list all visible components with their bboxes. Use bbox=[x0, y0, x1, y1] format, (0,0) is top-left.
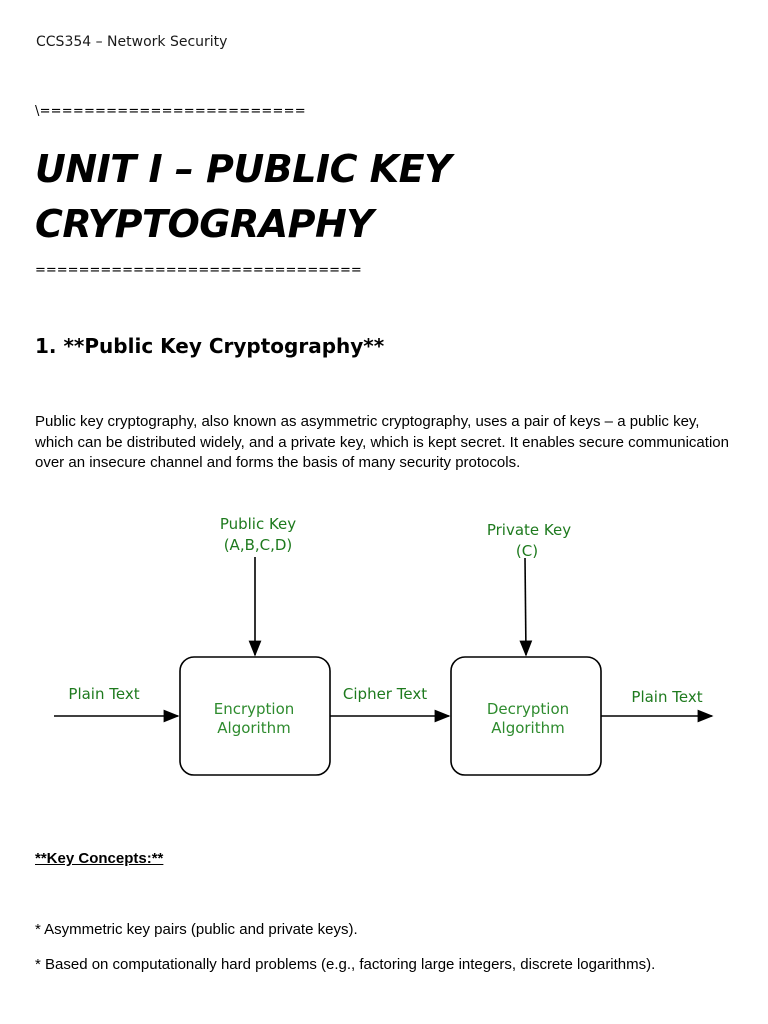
key-concepts-heading: **Key Concepts:** bbox=[35, 850, 164, 867]
decryption-label-line-2: Algorithm bbox=[491, 719, 564, 737]
course-header: CCS354 – Network Security bbox=[36, 34, 228, 50]
encryption-label-line-2: Algorithm bbox=[217, 719, 290, 737]
encryption-flow-diagram: Public Key (A,B,C,D) Private Key (C) Enc… bbox=[54, 515, 714, 776]
plain-text-input-label: Plain Text bbox=[68, 685, 139, 703]
separator-rule-top: \======================== bbox=[35, 104, 306, 119]
key-concepts-list: * Asymmetric key pairs (public and priva… bbox=[35, 920, 655, 989]
unit-title-line-2: CRYPTOGRAPHY bbox=[35, 202, 374, 246]
private-key-values: (C) bbox=[516, 542, 538, 560]
section-heading: 1. **Public Key Cryptography** bbox=[35, 334, 385, 358]
unit-title-line-1: UNIT I – PUBLIC KEY bbox=[35, 147, 452, 191]
plain-text-output-label: Plain Text bbox=[631, 688, 702, 706]
separator-rule-bottom: ============================== bbox=[35, 263, 362, 278]
cipher-text-label: Cipher Text bbox=[343, 685, 427, 703]
private-key-label: Private Key bbox=[487, 521, 571, 539]
list-item: * Asymmetric key pairs (public and priva… bbox=[35, 921, 358, 938]
decryption-label-line-1: Decryption bbox=[487, 700, 569, 718]
public-key-values: (A,B,C,D) bbox=[224, 536, 293, 554]
encryption-label-line-1: Encryption bbox=[214, 700, 295, 718]
public-key-label: Public Key bbox=[220, 515, 296, 533]
unit-title: UNIT I – PUBLIC KEY CRYPTOGRAPHY bbox=[35, 142, 715, 252]
private-key-arrow bbox=[519, 557, 533, 657]
list-item: * Based on computationally hard problems… bbox=[35, 955, 656, 973]
intro-paragraph: Public key cryptography, also known as a… bbox=[35, 413, 729, 471]
